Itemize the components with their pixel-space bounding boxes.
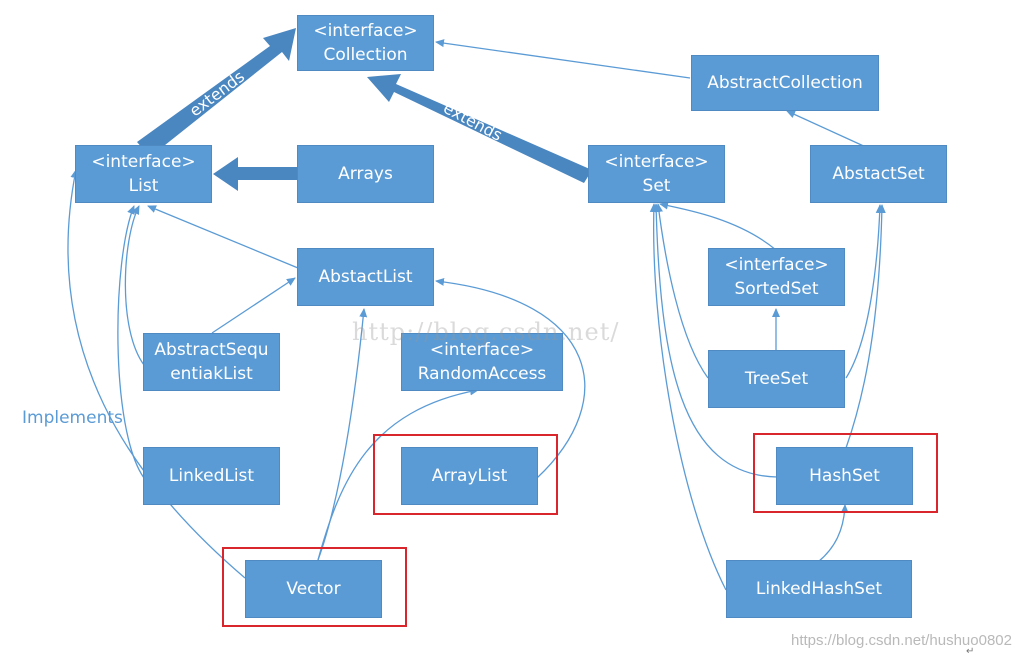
extends-arrow-set-collection bbox=[367, 74, 592, 183]
node-abstact-set-label: AbstactSet bbox=[832, 164, 925, 184]
node-array-list-label: ArrayList bbox=[431, 466, 508, 486]
edge-abstractcollection-collection bbox=[435, 39, 691, 79]
node-tree-set-label: TreeSet bbox=[744, 369, 809, 389]
node-abstract-sequential-list-line2: entiakList bbox=[170, 364, 253, 384]
edge-abstactlist-list bbox=[147, 205, 299, 269]
node-hash-set[interactable]: HashSet bbox=[776, 447, 913, 505]
node-abstact-set[interactable]: AbstactSet bbox=[810, 145, 947, 203]
highlight-array-list bbox=[373, 434, 558, 515]
implements-label: Implements bbox=[22, 408, 123, 428]
arrow-arrays-list bbox=[213, 157, 298, 191]
node-set[interactable]: <interface> Set bbox=[588, 145, 725, 203]
node-vector-label: Vector bbox=[286, 579, 341, 599]
source-credit: https://blog.csdn.net/hushuo0802 bbox=[790, 632, 1012, 649]
node-sorted-set-line2: SortedSet bbox=[734, 279, 819, 299]
node-hash-set-label: HashSet bbox=[809, 466, 880, 486]
node-random-access[interactable]: <interface> RandomAccess bbox=[401, 333, 563, 391]
node-linked-hash-set-label: LinkedHashSet bbox=[755, 579, 883, 599]
edge-linkedhashset-hashset bbox=[817, 504, 849, 563]
node-sorted-set[interactable]: <interface> SortedSet bbox=[708, 248, 845, 306]
extends-arrow-list-collection bbox=[137, 28, 296, 157]
edge-abstractsequentiallist-list bbox=[124, 205, 145, 366]
node-list-line1: <interface> bbox=[91, 152, 196, 172]
node-abstact-list[interactable]: AbstactList bbox=[297, 248, 434, 306]
node-tree-set[interactable]: TreeSet bbox=[708, 350, 845, 408]
edge-hashset-abstactset bbox=[845, 204, 886, 449]
edge-hashset-set bbox=[652, 203, 778, 478]
node-abstract-collection-label: AbstractCollection bbox=[707, 73, 863, 93]
edge-arraylist-abstactlist bbox=[435, 277, 586, 479]
edge-vector-list bbox=[67, 169, 246, 579]
node-abstact-list-label: AbstactList bbox=[318, 267, 413, 287]
node-set-line2: Set bbox=[642, 176, 671, 196]
edge-treeset-set bbox=[655, 203, 709, 379]
node-linked-list[interactable]: LinkedList bbox=[143, 447, 280, 505]
edge-abstractsequentiallist-abstactlist bbox=[211, 277, 296, 334]
edge-treeset-abstactset bbox=[845, 204, 884, 379]
node-linked-list-label: LinkedList bbox=[168, 466, 255, 486]
node-array-list[interactable]: ArrayList bbox=[401, 447, 538, 505]
node-random-access-line1: <interface> bbox=[429, 340, 535, 360]
watermark: http://blog.csdn.net/ bbox=[352, 318, 620, 346]
edge-linkedhashset-set bbox=[649, 203, 727, 591]
text-cursor-icon: ↵ bbox=[966, 646, 975, 657]
highlight-vector bbox=[222, 547, 407, 627]
node-set-line1: <interface> bbox=[604, 152, 709, 172]
node-list-line2: List bbox=[128, 176, 159, 196]
edge-abstactset-abstractcollection bbox=[786, 110, 869, 149]
node-collection[interactable]: <interface> Collection bbox=[297, 15, 434, 71]
node-collection-line1: <interface> bbox=[313, 21, 418, 41]
node-collection-line2: Collection bbox=[323, 45, 408, 65]
node-arrays[interactable]: Arrays bbox=[297, 145, 434, 203]
node-sorted-set-line1: <interface> bbox=[724, 255, 829, 275]
node-abstract-sequential-list-line1: AbstractSequ bbox=[154, 340, 269, 360]
node-random-access-line2: RandomAccess bbox=[417, 364, 547, 384]
edge-vector-abstactlist bbox=[317, 308, 368, 561]
node-vector[interactable]: Vector bbox=[245, 560, 382, 618]
node-list[interactable]: <interface> List bbox=[75, 145, 212, 203]
edge-vector-randomaccess bbox=[317, 387, 479, 561]
node-abstract-collection[interactable]: AbstractCollection bbox=[691, 55, 879, 111]
edge-sortedset-set bbox=[659, 201, 777, 251]
node-abstract-sequential-list[interactable]: AbstractSequ entiakList bbox=[143, 333, 280, 391]
node-linked-hash-set[interactable]: LinkedHashSet bbox=[726, 560, 912, 618]
node-arrays-label: Arrays bbox=[338, 164, 393, 184]
highlight-hash-set bbox=[753, 433, 938, 513]
